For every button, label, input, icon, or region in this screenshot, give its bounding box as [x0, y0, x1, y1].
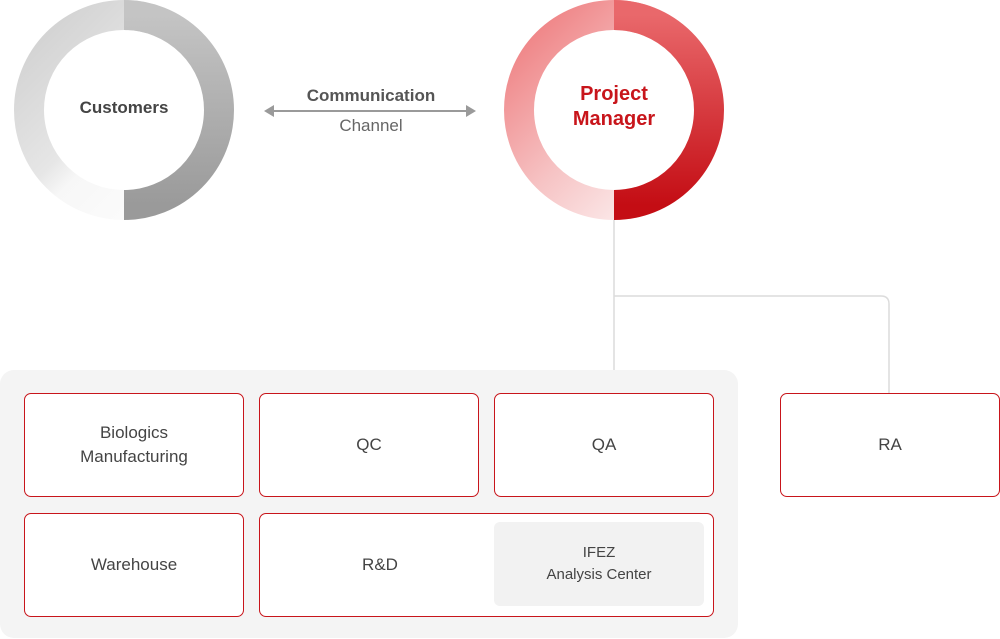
- qa-label: QA: [591, 435, 617, 454]
- ifez-analysis-center-box: IFEZ Analysis Center: [494, 522, 704, 606]
- qc-label: QC: [356, 435, 382, 454]
- project-manager-ring: [504, 0, 724, 220]
- ifez-line-2: Analysis Center: [546, 566, 652, 583]
- biologics-manufacturing-box: Biologics Manufacturing: [24, 393, 244, 497]
- rnd-label: R&D: [362, 555, 398, 574]
- channel-label: Channel: [339, 116, 403, 135]
- warehouse-label: Warehouse: [90, 555, 178, 574]
- qa-box: QA: [494, 393, 714, 497]
- ifez-line-1: IFEZ: [582, 544, 616, 561]
- customers-label: Customers: [79, 98, 169, 117]
- customers-ring: [14, 0, 234, 220]
- communication-label: Communication: [306, 86, 436, 105]
- biologics-manufacturing-line-1: Biologics: [99, 423, 169, 442]
- qc-box: QC: [259, 393, 479, 497]
- ra-label: RA: [878, 435, 902, 454]
- ra-box: RA: [780, 393, 1000, 497]
- project-manager-label-line-1: Project: [580, 83, 648, 105]
- project-manager-label-line-2: Manager: [572, 108, 656, 130]
- project-manager-label: Project Manager: [514, 82, 714, 132]
- double-arrow-icon: [264, 105, 476, 117]
- connector-lines: [613, 220, 890, 393]
- biologics-manufacturing-line-2: Manufacturing: [80, 447, 188, 466]
- warehouse-box: Warehouse: [24, 513, 244, 617]
